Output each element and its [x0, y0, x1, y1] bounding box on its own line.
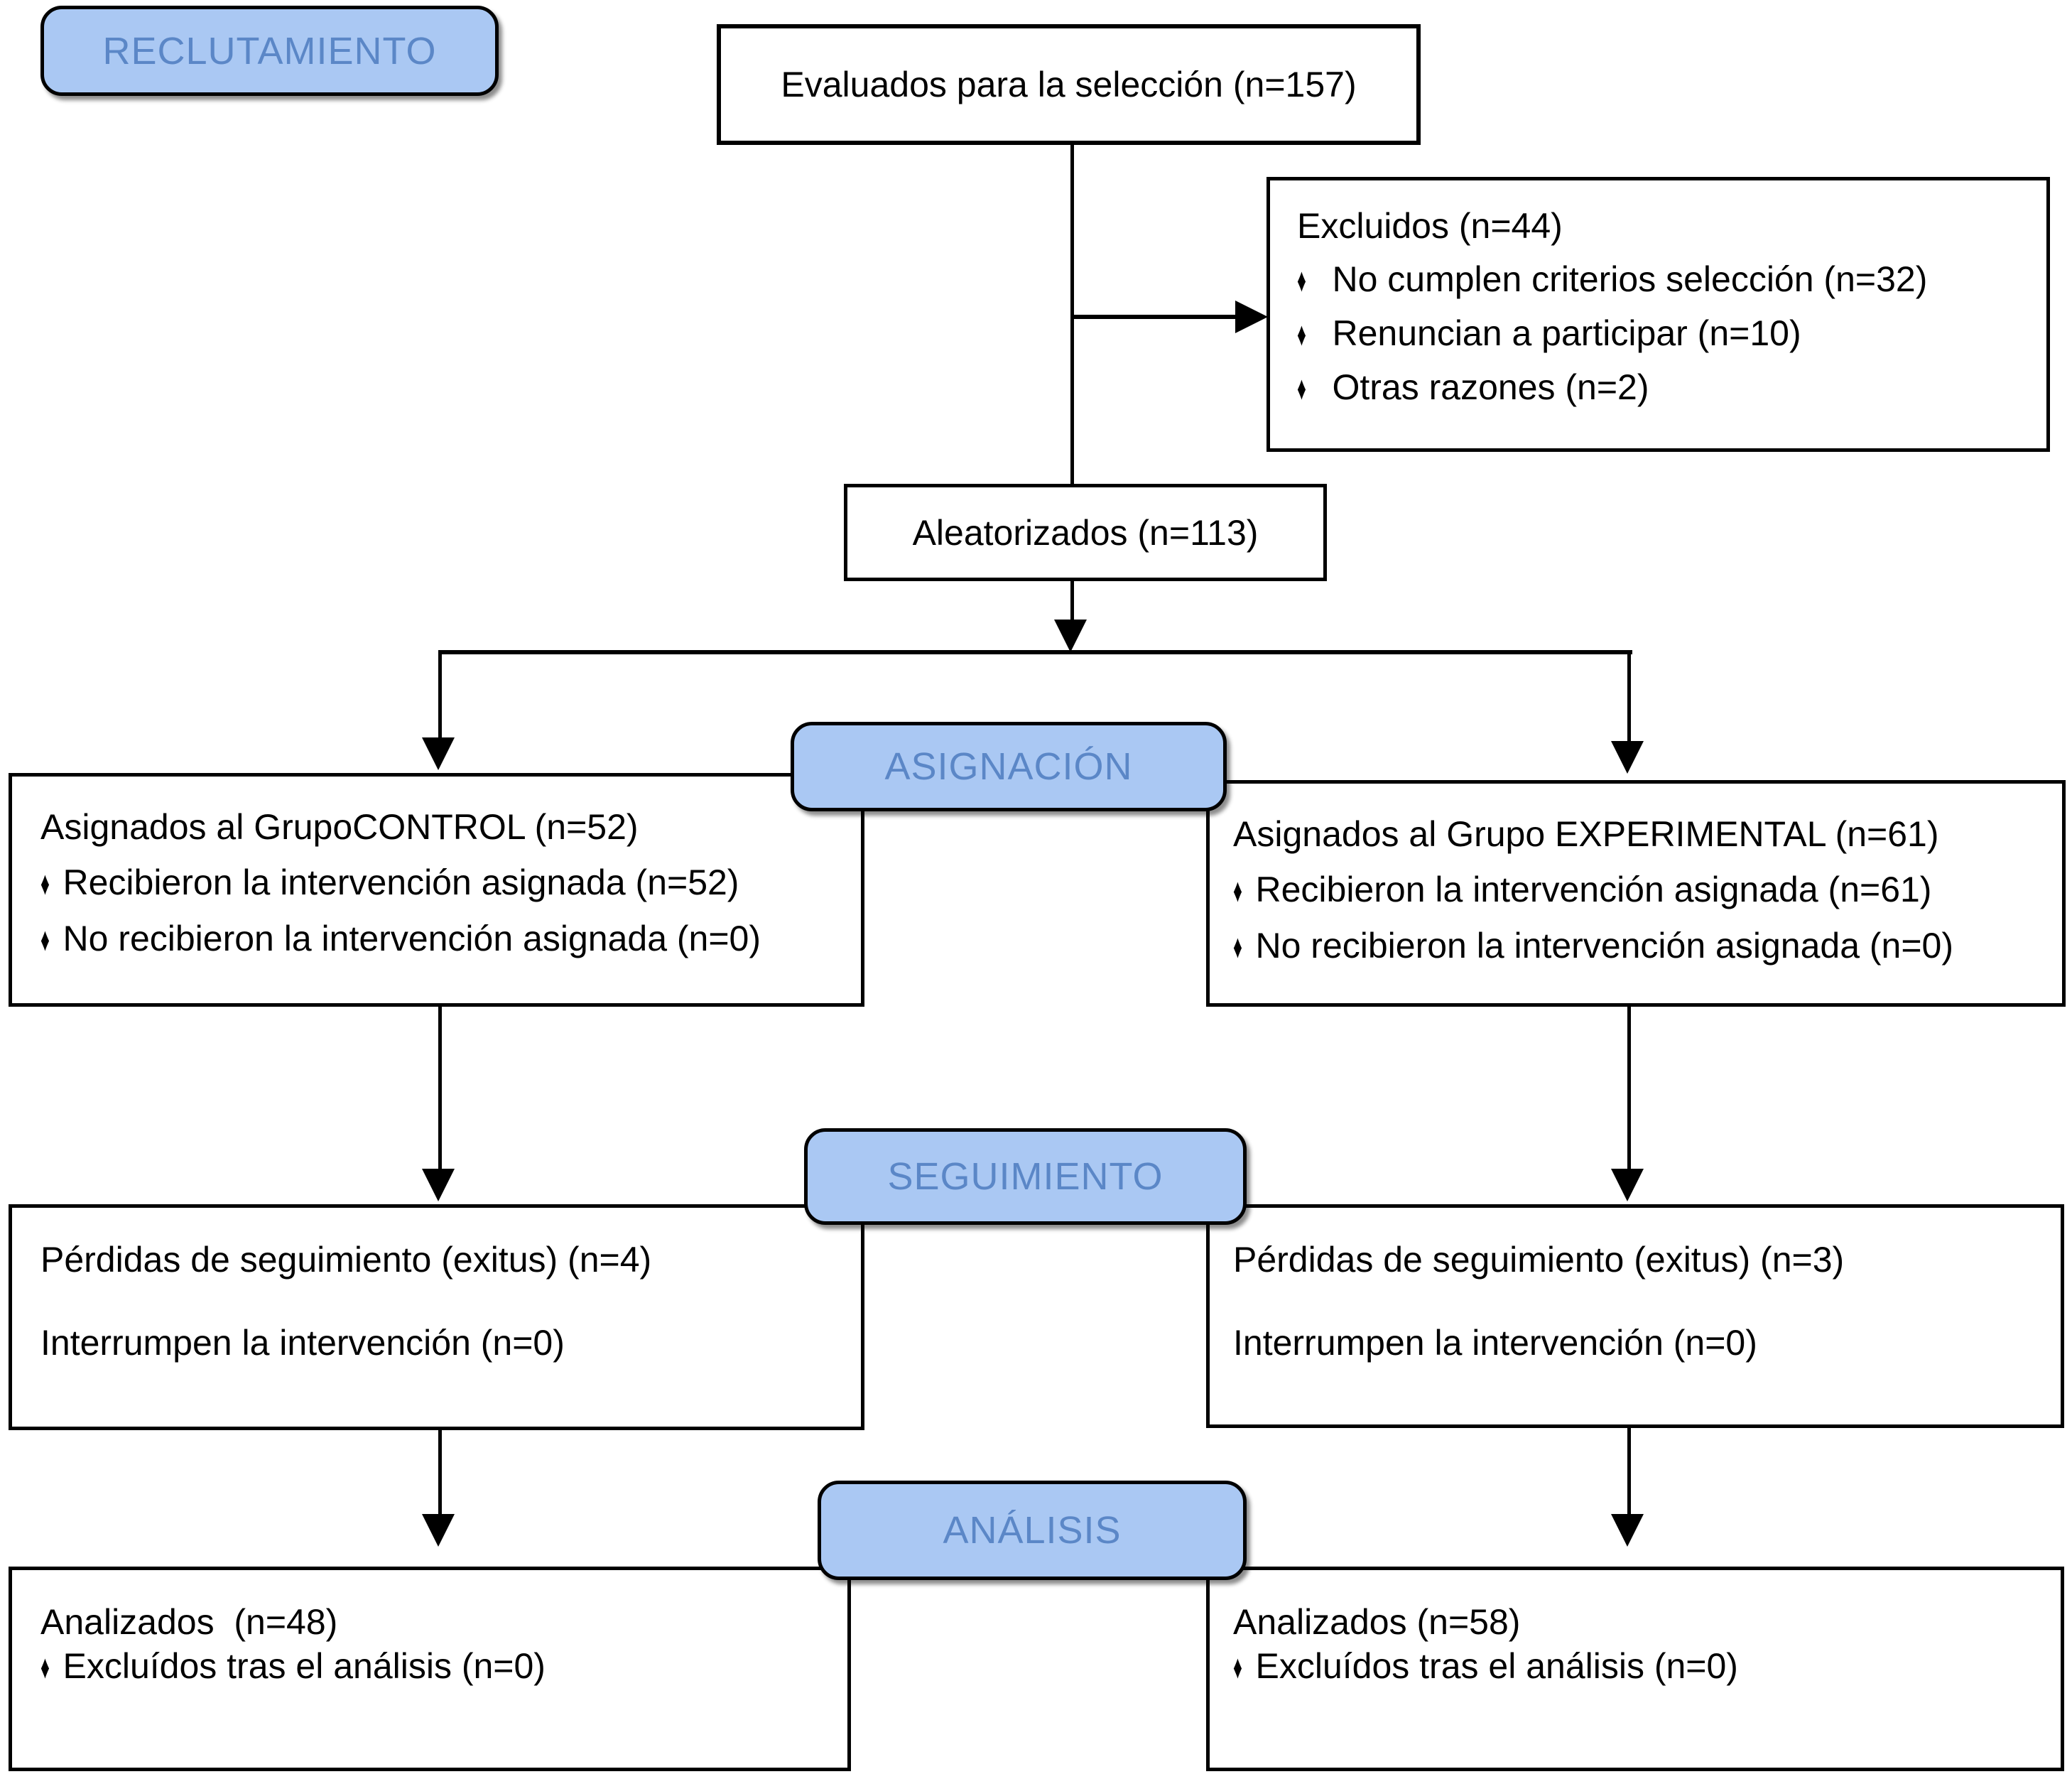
- box-excluidos: Excluidos (n=44) ♦ No cumplen criterios …: [1266, 177, 2050, 452]
- box-excluidos-title: Excluidos (n=44): [1297, 206, 1563, 246]
- arrowhead-down-icon: [1611, 741, 1644, 774]
- bullet-item: ♦ Excluídos tras el análisis (n=0): [1233, 1648, 2054, 1685]
- stage-label: RECLUTAMIENTO: [102, 29, 437, 72]
- box-aleatorizados-text: Aleatorizados (n=113): [912, 512, 1259, 553]
- box-grupo-control-title: Asignados al GrupoCONTROL (n=52): [40, 807, 639, 847]
- bullet-text: Excluídos tras el análisis (n=0): [63, 1646, 546, 1686]
- bullet-text: No recibieron la intervención asignada (…: [63, 919, 761, 958]
- connector-control-to-analisis: [438, 1430, 442, 1514]
- connector-aleatorizados-to-split: [1070, 581, 1074, 622]
- box-seguimiento-control: Pérdidas de seguimiento (exitus) (n=4) I…: [9, 1204, 864, 1430]
- stage-badge-analisis: ANÁLISIS: [818, 1481, 1247, 1580]
- diamond-bullet-icon: ♦: [40, 1648, 50, 1685]
- diamond-bullet-icon: ♦: [1233, 928, 1242, 965]
- diamond-bullet-icon: ♦: [1233, 1648, 1242, 1685]
- connector-split-line: [438, 650, 1632, 654]
- box-analisis-experimental-title: Analizados (n=58): [1233, 1602, 1521, 1642]
- box-grupo-control: Asignados al GrupoCONTROL (n=52) ♦ Recib…: [9, 773, 864, 1007]
- bullet-text: No cumplen criterios selección (n=32): [1332, 259, 1928, 299]
- diamond-bullet-icon: ♦: [1297, 261, 1306, 298]
- stage-label: ANÁLISIS: [943, 1509, 1122, 1552]
- stage-label: SEGUIMIENTO: [887, 1155, 1164, 1198]
- seguimiento-experimental-line1: Pérdidas de seguimiento (exitus) (n=3): [1233, 1240, 1845, 1280]
- arrowhead-down-icon: [1611, 1169, 1644, 1201]
- connector-control-to-seguimiento: [438, 1007, 442, 1169]
- arrowhead-right-icon: [1235, 301, 1268, 333]
- connector-to-excluidos: [1073, 315, 1237, 319]
- seguimiento-control-line1: Pérdidas de seguimiento (exitus) (n=4): [40, 1240, 652, 1280]
- box-grupo-experimental: Asignados al Grupo EXPERIMENTAL (n=61) ♦…: [1206, 780, 2066, 1007]
- box-evaluados-text: Evaluados para la selección (n=157): [781, 65, 1357, 104]
- arrowhead-down-icon: [1611, 1514, 1644, 1547]
- stage-badge-reclutamiento: RECLUTAMIENTO: [40, 6, 499, 96]
- bullet-text: Recibieron la intervención asignada (n=6…: [1255, 870, 1932, 909]
- bullet-item: ♦ Excluídos tras el análisis (n=0): [40, 1648, 840, 1685]
- arrowhead-down-icon: [422, 1169, 455, 1201]
- connector-experimental-to-seguimiento: [1627, 1007, 1631, 1169]
- diamond-bullet-icon: ♦: [1297, 315, 1306, 352]
- seguimiento-control-line2: Interrumpen la intervención (n=0): [40, 1323, 565, 1363]
- connector-split-to-experimental: [1627, 650, 1631, 741]
- bullet-item: ♦ Recibieron la intervención asignada (n…: [40, 864, 854, 902]
- connector-experimental-to-analisis: [1627, 1428, 1631, 1514]
- box-grupo-experimental-title: Asignados al Grupo EXPERIMENTAL (n=61): [1233, 814, 1939, 854]
- diamond-bullet-icon: ♦: [40, 921, 50, 958]
- box-analisis-experimental: Analizados (n=58) ♦ Excluídos tras el an…: [1206, 1567, 2064, 1771]
- stage-badge-seguimiento: SEGUIMIENTO: [804, 1128, 1247, 1225]
- stage-label: ASIGNACIÓN: [884, 745, 1133, 788]
- bullet-text: Recibieron la intervención asignada (n=5…: [63, 863, 739, 902]
- box-analisis-control: Analizados (n=48) ♦ Excluídos tras el an…: [9, 1567, 851, 1771]
- box-seguimiento-experimental: Pérdidas de seguimiento (exitus) (n=3) I…: [1206, 1204, 2064, 1428]
- bullet-item: ♦ No recibieron la intervención asignada…: [40, 920, 854, 958]
- connector-split-to-control: [438, 650, 442, 739]
- box-evaluados: Evaluados para la selección (n=157): [717, 24, 1421, 145]
- seguimiento-experimental-line2: Interrumpen la intervención (n=0): [1233, 1323, 1757, 1363]
- arrowhead-down-icon: [422, 1514, 455, 1547]
- box-aleatorizados: Aleatorizados (n=113): [844, 484, 1327, 581]
- arrowhead-down-icon: [422, 737, 455, 770]
- diamond-bullet-icon: ♦: [1233, 872, 1242, 909]
- connector-evaluados-to-aleatorizados: [1070, 145, 1074, 484]
- bullet-text: No recibieron la intervención asignada (…: [1255, 926, 1954, 966]
- bullet-item: ♦ No cumplen criterios selección (n=32): [1297, 261, 2032, 298]
- bullet-item: ♦ Renuncian a participar (n=10): [1297, 315, 2032, 352]
- stage-badge-asignacion: ASIGNACIÓN: [791, 722, 1227, 811]
- bullet-text: Excluídos tras el análisis (n=0): [1255, 1646, 1738, 1686]
- bullet-item: ♦ Otras razones (n=2): [1297, 369, 2032, 406]
- bullet-item: ♦ No recibieron la intervención asignada…: [1233, 927, 2055, 965]
- arrowhead-down-icon: [1054, 620, 1087, 652]
- bullet-text: Otras razones (n=2): [1332, 367, 1649, 407]
- bullet-item: ♦ Recibieron la intervención asignada (n…: [1233, 871, 2055, 909]
- diamond-bullet-icon: ♦: [1297, 369, 1306, 406]
- box-analisis-control-title: Analizados (n=48): [40, 1602, 338, 1642]
- diamond-bullet-icon: ♦: [40, 865, 50, 902]
- bullet-text: Renuncian a participar (n=10): [1332, 313, 1801, 353]
